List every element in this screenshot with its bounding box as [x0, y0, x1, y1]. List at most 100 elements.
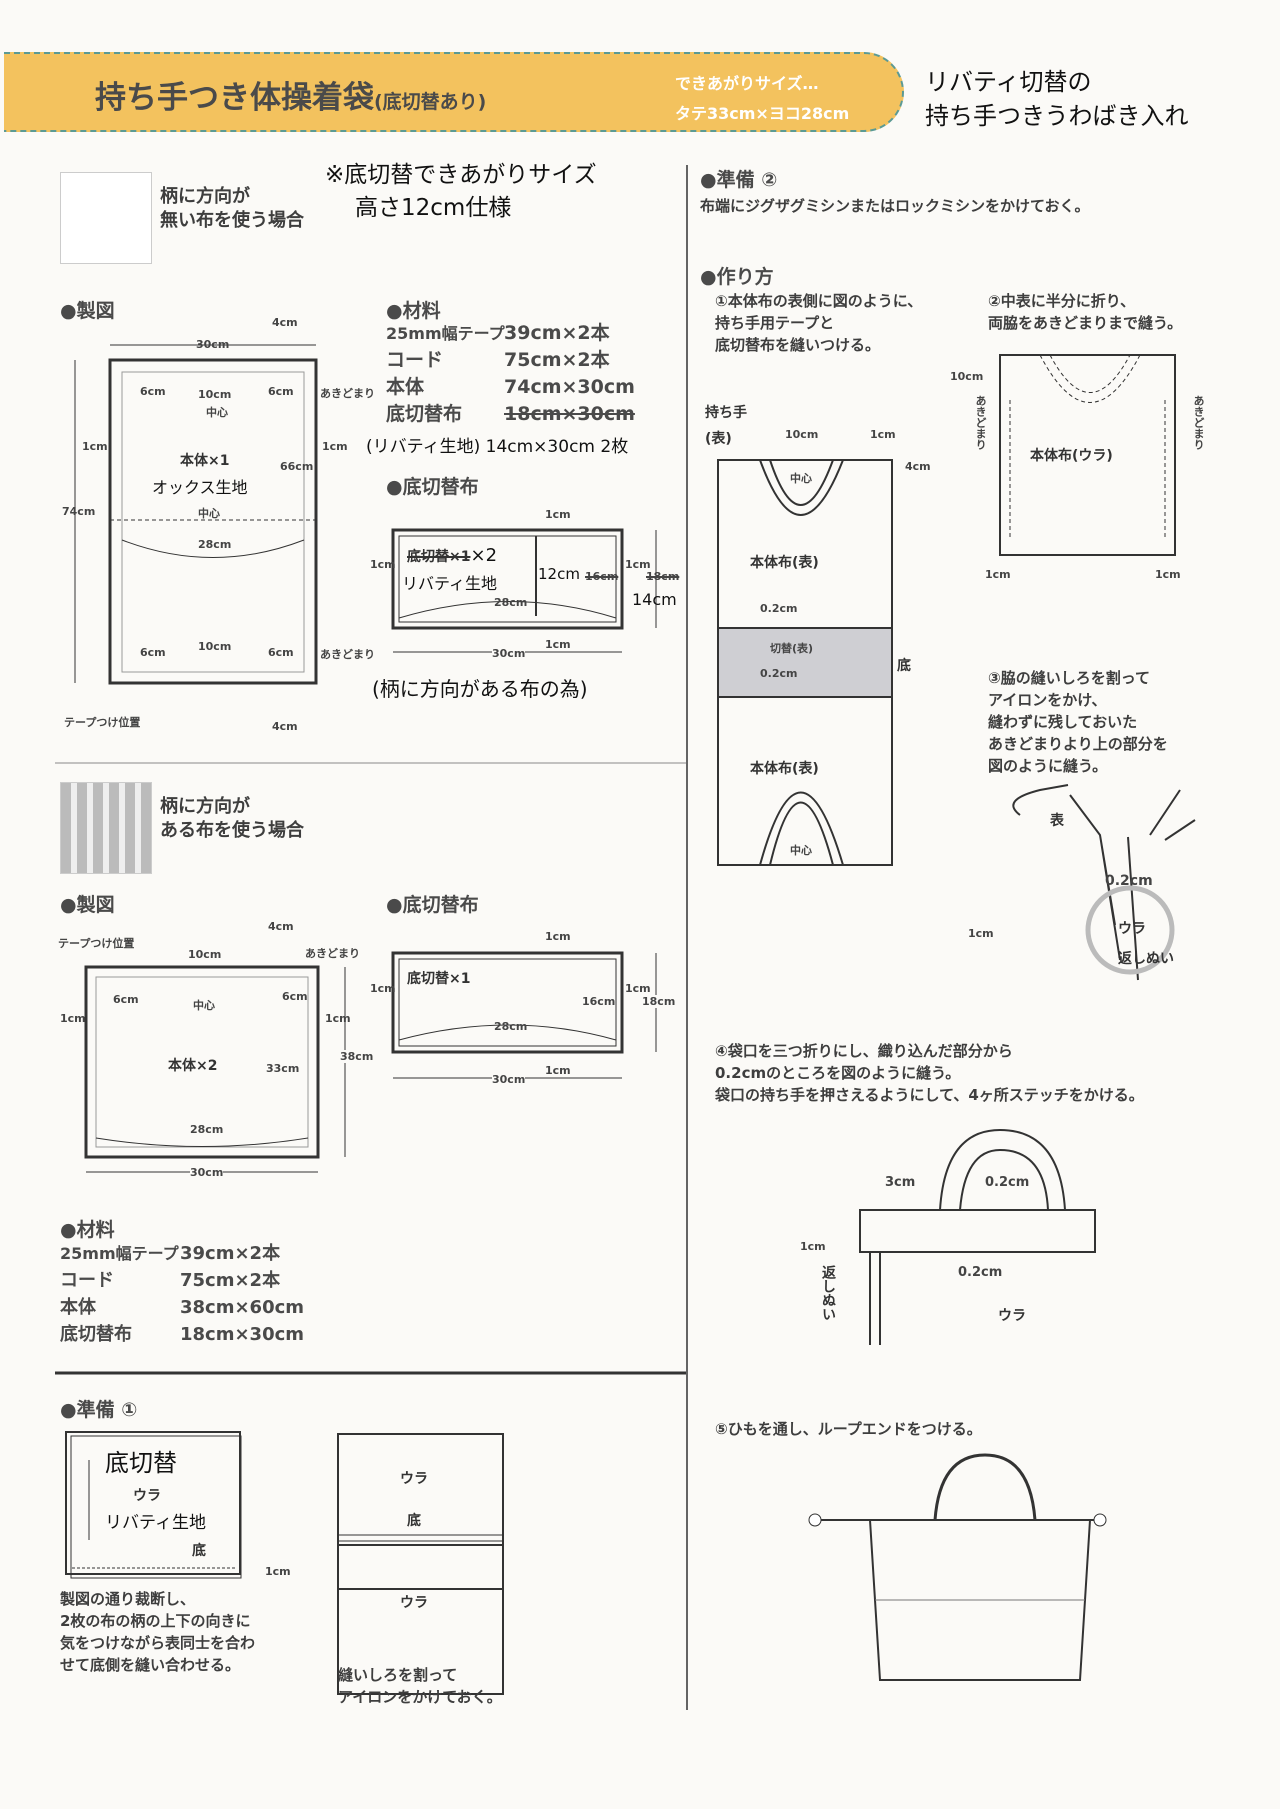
- dim-label: 14cm: [632, 590, 677, 609]
- dim-label: 1cm: [82, 440, 108, 453]
- liberty-note: (リバティ生地) 14cm×30cm 2枚: [366, 437, 629, 457]
- dim-label: 30cm: [492, 647, 526, 660]
- dim-label: 1cm: [60, 1012, 86, 1025]
- dim-label: 10cm: [198, 640, 232, 653]
- dim-label: 30cm: [196, 338, 230, 351]
- step1-text-2: 持ち手用テープと: [715, 314, 835, 332]
- dim-label: 0.2cm: [958, 1265, 1003, 1280]
- material-value-struck: 18cm×30cm: [504, 403, 635, 425]
- fig-label: 底: [897, 658, 911, 674]
- step3-text-4: あきどまりより上の部分を: [988, 735, 1168, 753]
- case-a-line2: 無い布を使う場合: [160, 210, 304, 231]
- material-row: 本体 74cm×30cm: [386, 374, 635, 401]
- page-title: 持ち手つき体操着袋(底切替あり): [95, 72, 486, 117]
- fig-label: ウラ: [998, 1308, 1026, 1324]
- fig-label: ウラ: [400, 1595, 428, 1611]
- title-banner: [4, 52, 904, 132]
- material-value: 38cm×60cm: [180, 1297, 305, 1318]
- material-name: 底切替布: [60, 1324, 132, 1345]
- dim-label: 30cm: [492, 1073, 526, 1086]
- dim-label: 0.2cm: [1105, 873, 1153, 889]
- prep1-heading: ●準備 ①: [60, 1399, 138, 1421]
- title-text: 持ち手つき体操着袋: [95, 80, 374, 116]
- dim-label: 中心: [206, 406, 228, 419]
- dim-label: 74cm: [62, 505, 96, 518]
- prep1-text-4: せて底側を縫い合わせる。: [60, 1656, 241, 1674]
- piece-label: 本体×2: [168, 1058, 218, 1074]
- material-value: 75cm×2本: [180, 1270, 281, 1291]
- pattern-swatch-no-direction: [60, 172, 152, 264]
- material-value: 39cm×2本: [504, 322, 610, 344]
- prep1-text-1: 製図の通り裁断し、: [60, 1590, 196, 1608]
- finished-size-value: タテ33cm×ヨコ28cm: [675, 104, 850, 123]
- dim-label: 1cm: [545, 638, 571, 651]
- handwritten-note-2: 持ち手つきうわばき入れ: [925, 102, 1189, 130]
- dim-label: 1cm: [870, 428, 896, 441]
- step3-text-3: 縫わずに残しておいた: [988, 713, 1138, 731]
- dim-label: 0.2cm: [760, 602, 798, 615]
- dim-label: あきどまり: [320, 648, 375, 661]
- step4-text-2: 0.2cmのところを図のように縫う。: [715, 1064, 961, 1082]
- dim-label: 1cm: [265, 1565, 291, 1578]
- dim-label: 16cm: [582, 995, 616, 1008]
- dim-label: 1cm: [545, 930, 571, 943]
- dim-label: 1cm: [325, 1012, 351, 1025]
- dim-label: 1cm: [625, 558, 651, 571]
- dim-label: 28cm: [494, 596, 528, 609]
- materials-heading-a: ●材料: [386, 300, 441, 322]
- dim-label: 4cm: [905, 460, 931, 473]
- material-value: 18cm×30cm: [180, 1324, 305, 1345]
- dim-label: 1cm: [370, 558, 396, 571]
- fig-label: 切替(表): [770, 642, 814, 655]
- fig-label: 表: [1050, 813, 1064, 829]
- bottom-heading-a: ●底切替布: [386, 476, 479, 498]
- prep1-text-5: 縫いしろを割って: [338, 1666, 458, 1684]
- fig-label: 底: [192, 1543, 206, 1559]
- step2-text-2: 両脇をあきどまりまで縫う。: [988, 314, 1183, 332]
- prep1-text-6: アイロンをかけておく。: [338, 1688, 502, 1706]
- material-value: 74cm×30cm: [504, 376, 635, 398]
- dim-label: 中心: [193, 999, 215, 1012]
- step4-text-1: ④袋口を三つ折りにし、織り込んだ部分から: [715, 1042, 1013, 1060]
- material-name: 底切替布: [386, 403, 463, 425]
- dim-label-struck: 18cm: [646, 570, 680, 583]
- dim-label: 1cm: [322, 440, 348, 453]
- material-value: 39cm×2本: [180, 1243, 281, 1264]
- dim-label: 12cm: [538, 565, 580, 583]
- finished-size-label: できあがりサイズ…: [675, 74, 819, 93]
- step2-text-1: ②中表に半分に折り、: [988, 292, 1136, 310]
- pattern-heading-b: ●製図: [60, 894, 115, 916]
- material-name: 25mm幅テープ: [60, 1244, 179, 1263]
- dim-label: 1cm: [1155, 568, 1181, 581]
- material-name: 本体: [386, 376, 425, 398]
- struck-label: 底切替×1: [407, 549, 471, 565]
- bottom-piece-label: 底切替×1×2: [407, 545, 497, 566]
- material-row: 25mm幅テープ39cm×2本: [386, 320, 610, 347]
- prep2-text: 布端にジグザグミシンまたはロックミシンをかけておく。: [700, 197, 1090, 215]
- fig-label: 返しぬい: [820, 1265, 836, 1321]
- dim-label: 4cm: [268, 920, 294, 933]
- fig-label: 底: [407, 1513, 421, 1529]
- dim-label: 中心: [198, 507, 220, 520]
- fig-label: 返しぬい: [1118, 951, 1174, 967]
- dim-label: 28cm: [190, 1123, 224, 1136]
- step3-text-2: アイロンをかけ、: [988, 691, 1107, 709]
- fig-label: 本体布(表): [750, 761, 819, 777]
- material-row: 底切替布 18cm×30cm: [60, 1321, 304, 1348]
- material-name: コード: [60, 1270, 114, 1291]
- fig-label: 本体布(表): [750, 555, 819, 571]
- fig-label: 底切替: [105, 1449, 177, 1477]
- fig-label: リバティ生地: [105, 1513, 206, 1533]
- dim-label: 10cm: [950, 370, 984, 383]
- direction-note: (柄に方向がある布の為): [372, 677, 588, 701]
- fabric-label: オックス生地: [152, 478, 248, 497]
- dim-label: 6cm: [268, 385, 294, 398]
- fig-label: ウラ: [1118, 921, 1146, 937]
- material-row: 底切替布 18cm×30cm: [386, 401, 635, 428]
- dim-label: 28cm: [198, 538, 232, 551]
- dim-label: 1cm: [625, 982, 651, 995]
- dim-label: あきどまり: [974, 395, 987, 450]
